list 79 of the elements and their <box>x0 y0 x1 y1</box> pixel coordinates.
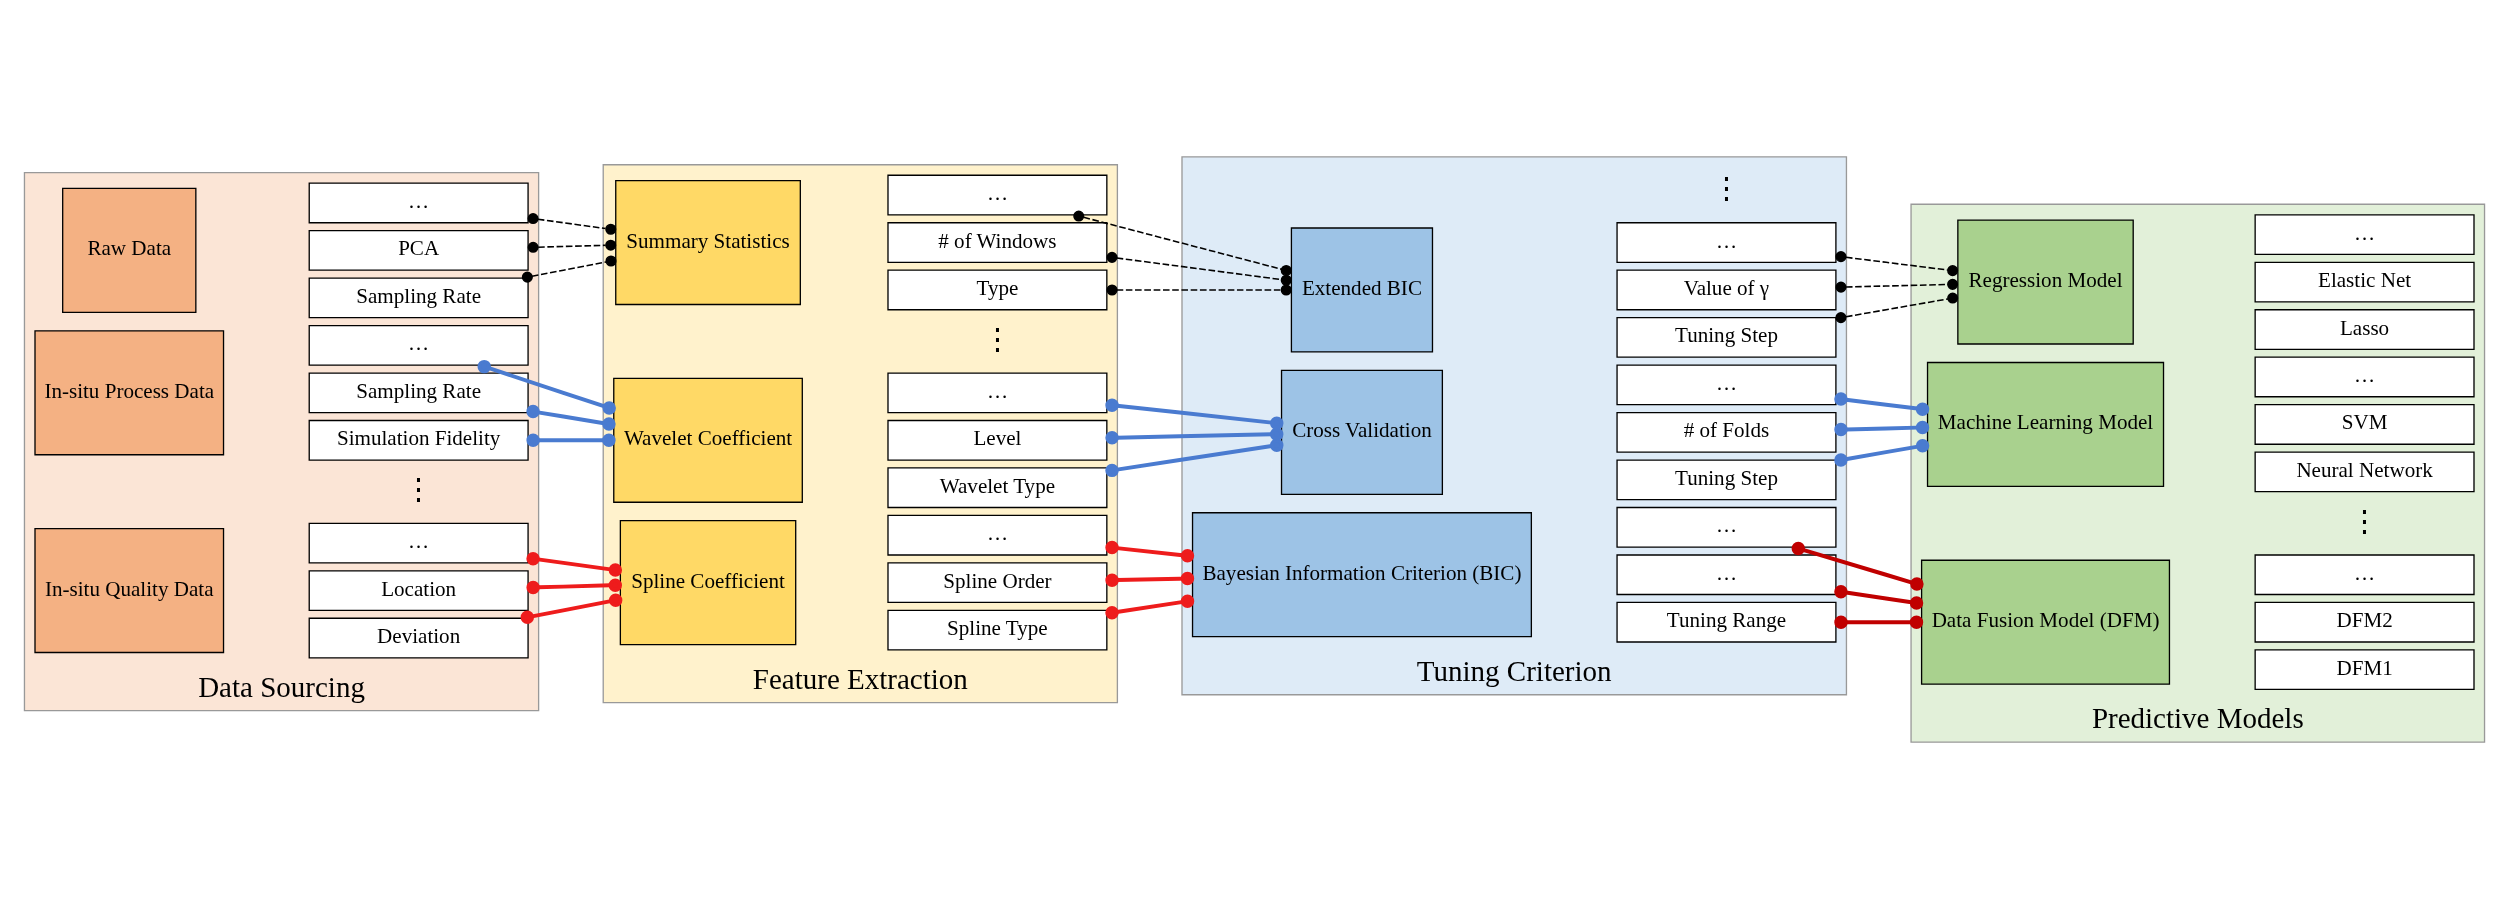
node-box: In-situ Process Data <box>34 329 225 455</box>
node-box: Location <box>308 569 529 611</box>
connector <box>477 359 616 415</box>
node-box: Lasso <box>2254 308 2475 350</box>
node-box: Machine Learning Model <box>1926 361 2165 487</box>
connector <box>1834 438 1930 467</box>
node-box: … <box>887 514 1108 556</box>
connector <box>526 551 623 577</box>
node-box: Tuning Range <box>1616 601 1837 643</box>
connector <box>1835 278 1959 293</box>
node-box: … <box>1616 553 1837 595</box>
node-box: Sampling Rate <box>308 276 529 318</box>
connector <box>1834 584 1924 610</box>
connector <box>1791 541 1924 591</box>
connector <box>1105 426 1284 445</box>
node-box: Wavelet Coefficient <box>613 377 803 503</box>
connector <box>1105 540 1195 563</box>
node-box: … <box>308 324 529 366</box>
connector <box>1105 397 1284 430</box>
connector <box>527 239 617 253</box>
node-box: … <box>2254 553 2475 595</box>
node-box: … <box>887 174 1108 215</box>
node-box: In-situ Quality Data <box>34 527 225 653</box>
node-box: Cross Validation <box>1280 369 1444 495</box>
connector <box>1105 437 1284 477</box>
node-box: # of Folds <box>1616 411 1837 453</box>
node-box: Extended BIC <box>1290 226 1434 353</box>
node-box: Data Fusion Model (DFM) <box>1920 559 2171 685</box>
node-box: … <box>887 371 1108 413</box>
node-box: … <box>1616 506 1837 548</box>
label: ⋮ <box>982 322 1012 355</box>
node-box: Bayesian Information Criterion (BIC) <box>1191 511 1532 637</box>
node-box: … <box>2254 213 2475 255</box>
connector <box>526 577 622 594</box>
connector <box>526 404 616 431</box>
connector <box>1835 250 1959 276</box>
node-box: … <box>308 182 529 223</box>
connector <box>520 593 623 624</box>
node-box: DFM2 <box>2254 601 2475 643</box>
node-box: Spline Coefficient <box>619 519 797 645</box>
node-box: Wavelet Type <box>887 466 1108 508</box>
node-box: SVM <box>2254 403 2475 445</box>
node-box: Tuning Step <box>1616 316 1837 358</box>
node-box: Deviation <box>308 617 529 658</box>
node-box: … <box>308 522 529 564</box>
node-box: … <box>2254 356 2475 397</box>
label: ⋮ <box>2350 504 2380 537</box>
node-box: Regression Model <box>1957 218 2134 345</box>
node-box: … <box>1616 221 1837 263</box>
connector <box>1105 571 1195 587</box>
connector <box>1835 292 1959 323</box>
connector <box>521 254 617 283</box>
node-box: Summary Statistics <box>615 179 801 305</box>
connector <box>1834 391 1930 416</box>
connector <box>527 212 617 235</box>
connector <box>1834 420 1930 436</box>
node-box: Value of γ <box>1616 269 1837 310</box>
node-box: PCA <box>308 229 529 271</box>
node-box: Sampling Rate <box>308 371 529 413</box>
node-box: Type <box>887 269 1108 310</box>
label: ⋮ <box>1711 171 1741 204</box>
connector <box>1105 594 1195 619</box>
node-box: Spline Type <box>887 609 1108 651</box>
node-box: Spline Order <box>887 561 1108 603</box>
connector <box>526 433 616 447</box>
connector <box>1106 283 1292 295</box>
node-box: Level <box>887 419 1108 461</box>
node-box: … <box>1616 363 1837 405</box>
connector <box>1834 615 1924 629</box>
node-box: Raw Data <box>62 187 197 313</box>
node-box: Elastic Net <box>2254 261 2475 302</box>
node-box: DFM1 <box>2254 648 2475 690</box>
node-box: Neural Network <box>2254 450 2475 492</box>
connector <box>1073 210 1292 276</box>
node-box: Tuning Step <box>1616 458 1837 500</box>
node-box: Simulation Fidelity <box>308 419 529 461</box>
connector <box>1106 251 1292 286</box>
label: ⋮ <box>404 472 434 505</box>
node-box: # of Windows <box>887 221 1108 263</box>
